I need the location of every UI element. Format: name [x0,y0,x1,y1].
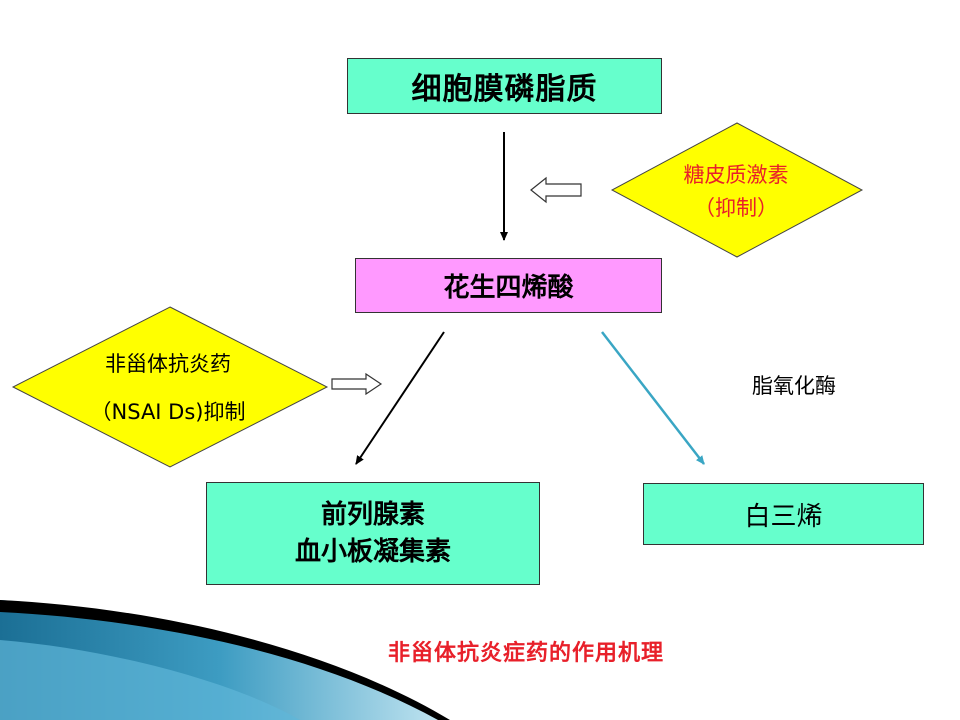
nsaid-label: 非甾体抗炎药 （NSAI Ds)抑制 [18,338,318,438]
arachidonic-acid-label: 花生四烯酸 [443,273,574,303]
corner-swoosh-decoration [0,600,450,720]
nsaid-line1: 非甾体抗炎药 [105,351,231,376]
prostaglandin-line1: 前列腺素 [320,500,425,531]
arrow-aa-to-prostaglandin [355,331,445,465]
glucocorticoid-label: 糖皮质激素 （抑制） [620,150,852,234]
glucocorticoid-line2: （抑制） [694,196,778,220]
arrow-aa-to-leukotriene [601,331,705,465]
glucocorticoid-diamond [610,122,864,258]
inhibit-arrow-right [331,372,383,396]
nsaid-line2: （NSAI Ds)抑制 [90,400,246,424]
inhibit-arrow-left [530,176,582,204]
leukotriene-box: 白三烯 [643,483,924,545]
membrane-label: 细胞膜磷脂质 [411,72,598,107]
arachidonic-acid-box: 花生四烯酸 [355,258,662,313]
prostaglandin-line2: 血小板凝集素 [294,536,451,567]
membrane-phospholipid-box: 细胞膜磷脂质 [347,58,662,114]
leukotriene-label: 白三烯 [744,501,823,532]
glucocorticoid-line1: 糖皮质激素 [683,163,789,188]
nsaid-diamond [11,306,329,468]
lipoxygenase-label: 脂氧化酶 [752,374,836,398]
slide-caption: 非甾体抗炎症药的作用机理 [388,641,665,666]
prostaglandin-box: 前列腺素 血小板凝集素 [206,482,540,585]
